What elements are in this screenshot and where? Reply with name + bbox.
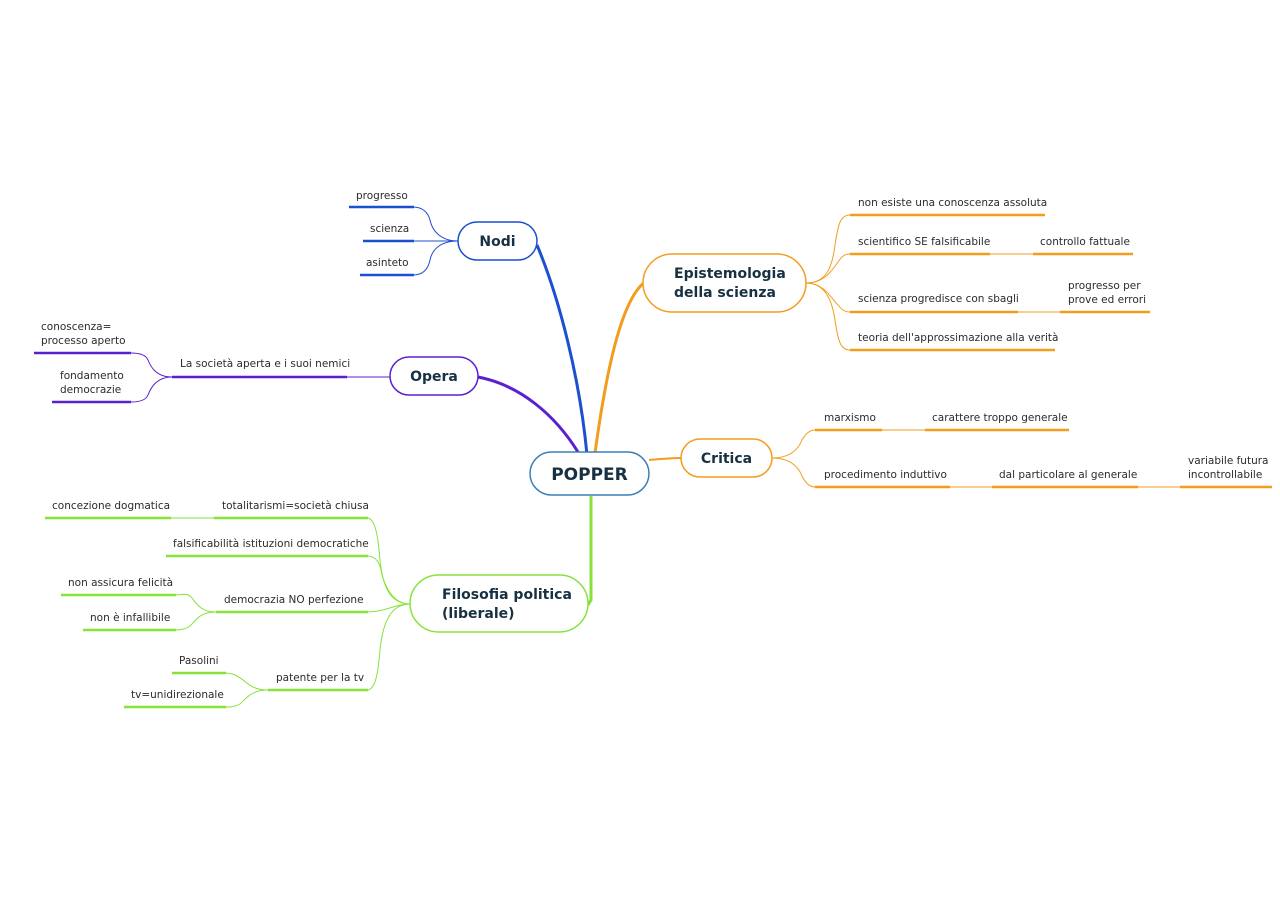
critica-item-induttivo-child: dal particolare al generale — [999, 469, 1137, 481]
filosofia-item-felicita: non assicura felicità — [68, 577, 173, 589]
branch-opera — [477, 375, 580, 453]
opera-item-fondamento: fondamento democrazie — [60, 370, 127, 396]
filosofia-item-infallibile: non è infallibile — [90, 612, 170, 624]
nodi-item-scienza: scienza — [370, 223, 409, 235]
epistemologia-item-2-child: controllo fattuale — [1040, 236, 1130, 248]
svg-text:Nodi: Nodi — [479, 234, 515, 250]
svg-text:Opera: Opera — [410, 369, 458, 385]
opera-title: La società aperta e i suoi nemici — [180, 358, 350, 370]
node-epistemologia[interactable]: Epistemologia della scienza — [642, 253, 807, 313]
branch-critica — [648, 457, 682, 461]
nodi-item-asinteto: asinteto — [366, 257, 409, 269]
branch-filosofia — [586, 496, 593, 606]
opera-underlines — [34, 351, 131, 404]
epistemologia-connectors — [805, 214, 1060, 351]
filosofia-underlines — [45, 516, 368, 709]
svg-text:Filosofia politica (libe: Filosofia politica (liberale) — [442, 587, 577, 622]
epistemologia-item-1: non esiste una conoscenza assoluta — [858, 197, 1047, 209]
svg-text:POPPER: POPPER — [551, 465, 628, 485]
filosofia-item-democrazia: democrazia NO perfezione — [224, 594, 364, 606]
filosofia-item-pasolini: Pasolini — [179, 655, 219, 667]
filosofia-item-tv: tv=unidirezionale — [131, 689, 224, 701]
nodi-connectors — [412, 206, 459, 276]
node-nodi[interactable]: Nodi — [457, 221, 538, 261]
svg-text:Epistemologia della scie: Epistemologia della scienza — [674, 266, 791, 301]
epistemologia-item-4: teoria dell'approssimazione alla verità — [858, 332, 1058, 344]
branch-nodi — [535, 244, 589, 456]
node-root-popper[interactable]: POPPER — [529, 451, 650, 496]
filosofia-connectors — [170, 517, 411, 708]
epistemologia-item-3-child: progresso per prove ed errori — [1068, 280, 1146, 306]
node-filosofia[interactable]: Filosofia politica (liberale) — [409, 574, 589, 633]
critica-item-induttivo-grandchild: variabile futura incontrollabile — [1188, 455, 1272, 481]
critica-item-marxismo: marxismo — [824, 412, 876, 424]
filosofia-item-falsificabilita: falsificabilità istituzioni democratiche — [173, 538, 369, 550]
epistemologia-underlines — [850, 213, 1150, 352]
node-opera[interactable]: Opera — [389, 356, 479, 396]
branch-epistemologia — [593, 280, 646, 454]
filosofia-item-concezione: concezione dogmatica — [52, 500, 170, 512]
critica-item-marxismo-child: carattere troppo generale — [932, 412, 1068, 424]
critica-connectors — [771, 429, 1180, 488]
opera-item-conoscenza: conoscenza= processo aperto — [41, 321, 126, 347]
svg-text:Critica: Critica — [701, 451, 752, 467]
epistemologia-item-2: scientifico SE falsificabile — [858, 236, 990, 248]
critica-item-induttivo: procedimento induttivo — [824, 469, 947, 481]
opera-connectors — [130, 352, 173, 403]
node-critica[interactable]: Critica — [680, 438, 773, 478]
filosofia-item-totalitarismi: totalitarismi=società chiusa — [222, 500, 369, 512]
nodi-item-progresso: progresso — [356, 190, 408, 202]
epistemologia-item-3: scienza progredisce con sbagli — [858, 293, 1019, 305]
critica-underlines — [815, 428, 1272, 489]
filosofia-item-patente: patente per la tv — [276, 672, 364, 684]
nodi-underlines — [349, 205, 414, 277]
